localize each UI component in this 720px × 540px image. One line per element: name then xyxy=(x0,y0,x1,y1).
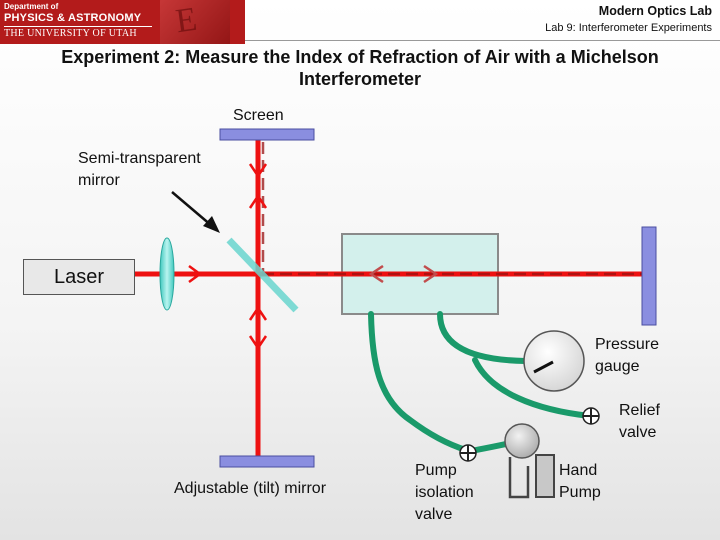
header: E Department of PHYSICS & ASTRONOMY THE … xyxy=(0,0,720,44)
pressure-gauge xyxy=(523,330,585,392)
pointer-arrowhead-icon xyxy=(203,216,220,233)
hand-pump-label: Hand Pump xyxy=(559,462,601,501)
semi-transparent-mirror-label: Semi-transparent mirror xyxy=(78,150,201,189)
relief-valve-icon xyxy=(582,407,600,425)
arrow-up-icon xyxy=(248,305,268,321)
lens xyxy=(159,237,175,311)
laser-label: Laser xyxy=(53,265,105,288)
tube-cell-to-pump-valve xyxy=(368,311,469,453)
fixed-end-mirror xyxy=(641,226,657,326)
university-logo: E Department of PHYSICS & ASTRONOMY THE … xyxy=(0,0,245,44)
screen-label: Screen xyxy=(233,107,284,124)
logo-divider xyxy=(4,26,152,27)
semi-transparent-mirror xyxy=(226,237,299,313)
header-divider xyxy=(245,40,720,41)
adjustable-tilt-mirror xyxy=(219,455,315,468)
tube-to-relief-valve xyxy=(472,357,593,419)
relief-valve-label: Relief valve xyxy=(619,402,660,441)
screen xyxy=(219,128,315,141)
logo-department-line: Department of xyxy=(4,2,59,11)
laser-beams xyxy=(135,140,642,457)
tube-cell-to-gauge xyxy=(437,311,528,364)
arrow-right-icon xyxy=(188,264,203,284)
laser: Laser xyxy=(23,259,135,295)
course-title: Modern Optics Lab xyxy=(598,4,712,18)
arrow-left-icon xyxy=(368,264,384,284)
pump-isolation-valve-icon xyxy=(459,444,477,462)
adjustable-mirror-label: Adjustable (tilt) mirror xyxy=(174,480,327,497)
logo-university-line: THE UNIVERSITY OF UTAH xyxy=(4,28,137,39)
pressure-gauge-label: Pressure gauge xyxy=(595,336,660,375)
hand-pump-icon xyxy=(504,423,555,499)
slide-title: Experiment 2: Measure the Index of Refra… xyxy=(61,47,659,89)
lab-title: Lab 9: Interferometer Experiments xyxy=(545,22,712,34)
pump-isolation-valve-label: Pump isolation valve xyxy=(415,462,474,523)
gauge-needle xyxy=(533,360,554,374)
arrow-down-icon xyxy=(248,335,268,351)
pointer-arrow xyxy=(171,191,213,227)
arrow-up-icon xyxy=(248,193,268,209)
arrow-down-icon xyxy=(248,163,268,179)
arrow-right-icon xyxy=(423,264,439,284)
logo-physics-line: PHYSICS & ASTRONOMY xyxy=(4,12,142,24)
